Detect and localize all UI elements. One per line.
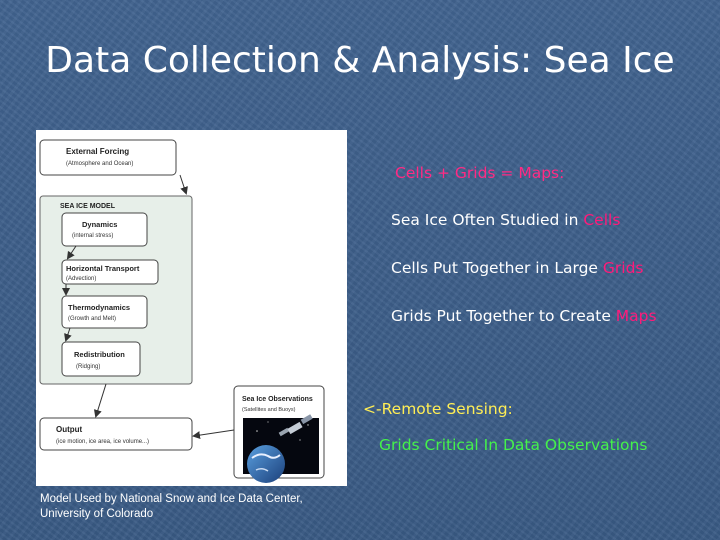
grids-critical-text: Grids Critical In Data Observations	[379, 436, 648, 454]
maps-heading: Cells + Grids = Maps:	[395, 164, 565, 182]
dynamics-title: Dynamics	[82, 220, 117, 229]
caption-line-2: University of Colorado	[40, 508, 154, 520]
output-title: Output	[56, 425, 83, 434]
bullet-cells: Sea Ice Often Studied in Cells	[391, 211, 620, 229]
redistribution-title: Redistribution	[74, 350, 125, 359]
horizontal-transport-box: Horizontal Transport (Advection)	[61, 259, 159, 285]
observations-subtitle: (Satellites and Buoys)	[242, 407, 296, 413]
bullet-maps-highlight: Maps	[615, 307, 657, 325]
bullet-maps-text: Grids Put Together to Create	[391, 307, 616, 325]
horizontal-transport-title: Horizontal Transport	[66, 264, 140, 273]
bullet-cells-highlight: Cells	[583, 211, 621, 229]
model-flowchart: External Forcing (Atmosphere and Ocean) …	[39, 139, 325, 483]
bullet-grids: Cells Put Together in Large Grids	[391, 259, 644, 277]
dynamics-subtitle: (internal stress)	[72, 233, 113, 239]
redistribution-subtitle: (Ridging)	[76, 364, 100, 370]
remote-sensing-label: <-Remote Sensing:	[363, 400, 513, 418]
figure-caption: Model Used by National Snow and Ice Data…	[40, 492, 340, 522]
output-box: Output (ice motion, ice area, ice volume…	[39, 417, 193, 451]
bullet-maps: Grids Put Together to Create Maps	[391, 307, 657, 325]
output-subtitle: (ice motion, ice area, ice volume...)	[56, 439, 149, 445]
slide-title: Data Collection & Analysis: Sea Ice	[45, 40, 675, 81]
redistribution-box: Redistribution (Ridging)	[61, 341, 141, 377]
bullet-grids-text: Cells Put Together in Large	[391, 259, 603, 277]
bullet-cells-text: Sea Ice Often Studied in	[391, 211, 584, 229]
external-forcing-box: External Forcing (Atmosphere and Ocean)	[39, 139, 177, 176]
external-forcing-subtitle: (Atmosphere and Ocean)	[66, 161, 133, 167]
external-forcing-title: External Forcing	[66, 147, 129, 156]
sea-ice-model-diagram: External Forcing (Atmosphere and Ocean) …	[36, 130, 347, 486]
observations-title: Sea Ice Observations	[242, 396, 313, 403]
satellite-earth-image	[243, 414, 319, 483]
thermodynamics-subtitle: (Growth and Melt)	[68, 316, 116, 322]
caption-line-1: Model Used by National Snow and Ice Data…	[40, 493, 303, 505]
thermodynamics-box: Thermodynamics (Growth and Melt)	[61, 295, 148, 329]
bullet-grids-highlight: Grids	[602, 259, 644, 277]
sea-ice-model-label: SEA ICE MODEL	[60, 203, 116, 210]
observations-box: Sea Ice Observations (Satellites and Buo…	[233, 385, 325, 483]
horizontal-transport-subtitle: (Advection)	[66, 276, 96, 282]
dynamics-box: Dynamics (internal stress)	[61, 212, 148, 247]
thermodynamics-title: Thermodynamics	[68, 303, 130, 312]
